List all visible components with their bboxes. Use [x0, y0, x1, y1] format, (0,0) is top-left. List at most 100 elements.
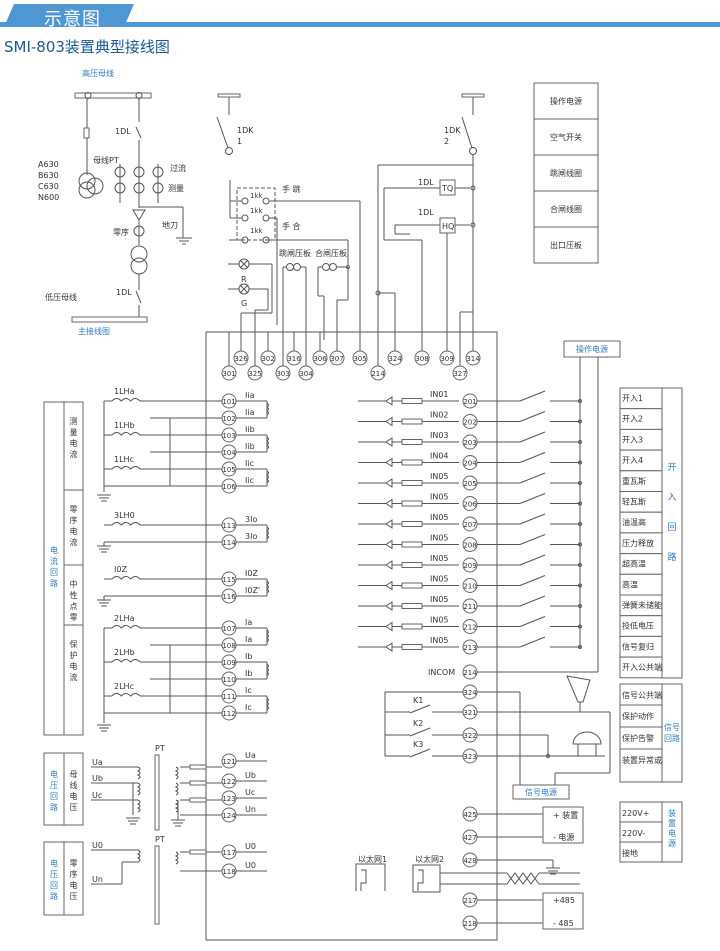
terminal-label: Ic: [245, 703, 252, 712]
terminal-number: 323: [463, 753, 476, 761]
pt-rating: A630: [38, 160, 59, 169]
terminal-number: 107: [222, 625, 235, 633]
arrester-icon: [132, 209, 146, 221]
terminal-number: 427: [463, 834, 476, 842]
resistor-icon: [401, 459, 423, 466]
ct-coil-icon: [111, 466, 141, 470]
control-circuit: 手 跳 手 合 1kk 1kk 1kk R G 跳闸压板 合闸压板: [228, 178, 476, 355]
fuse-icon: [189, 780, 207, 786]
ground-icon: [97, 545, 111, 553]
winding-icon: [266, 436, 269, 450]
pt-transformer-icon: [78, 172, 104, 199]
legend-cell-label: 高温: [622, 579, 638, 589]
arrow-icon: [385, 416, 393, 427]
section-box: [63, 841, 84, 916]
ethernet-port-icon: [355, 863, 386, 891]
pt-rating: B630: [38, 171, 59, 180]
legend-group-box: [661, 683, 683, 783]
section-header: 示意图: [0, 0, 720, 30]
breaker-label: 1DL: [116, 288, 132, 297]
switch-contact-icon: [519, 411, 546, 422]
close-plate-icon: [322, 263, 337, 271]
di-name: IN05: [430, 575, 449, 584]
terminal-number: 116: [222, 593, 236, 601]
resistor-icon: [401, 623, 423, 630]
manual-close-label: 手 合: [282, 221, 301, 231]
terminal-icon: [352, 350, 368, 366]
terminal-number: 111: [222, 693, 235, 701]
fuse-icon: [83, 127, 90, 139]
winding-icon: [266, 629, 269, 643]
zero-seq-ct-icon: [133, 225, 145, 237]
terminal-number: 108: [222, 642, 235, 650]
legend-box: [533, 226, 599, 264]
legend-box-label: 操作电源: [550, 96, 582, 106]
arrow-icon: [385, 642, 393, 652]
pt-label: PT: [155, 835, 165, 844]
ethernet-port-glyph: [417, 869, 424, 891]
switch-pivot-icon: [225, 147, 233, 155]
terminal-label: Uc: [245, 788, 255, 797]
breaker-icon: [135, 290, 142, 304]
eth1-label: 以太网1: [358, 854, 387, 864]
lv-bus-bar: [71, 316, 148, 323]
terminal-number: 212: [463, 624, 476, 632]
legend-cell-label: 弹簧未储能: [622, 600, 662, 610]
terminal-number: 214: [371, 370, 385, 378]
ct-label: 3LH0: [114, 511, 135, 520]
switch-contact-icon: [519, 493, 546, 504]
section-box: [63, 624, 84, 736]
legend-cell-label: 轻瓦斯: [622, 497, 646, 507]
measure-label: 测量: [168, 184, 184, 193]
terminal-number: 309: [440, 355, 453, 363]
voltage-group-label: 电压回路: [50, 769, 58, 812]
kk-label: 1kk: [250, 227, 264, 235]
terminal-icon: [465, 350, 481, 366]
terminal-number: 106: [222, 483, 236, 491]
ct-coil-icon: [111, 693, 141, 697]
terminal-icon: [387, 350, 403, 366]
ethernet-port-icon: [412, 864, 441, 893]
terminal-number: 210: [463, 583, 476, 591]
fuse-icon: [189, 764, 207, 770]
switch-pivot-icon: [469, 147, 477, 155]
terminal-label: Ia: [245, 618, 252, 627]
zero-seq-label: 零序: [113, 227, 129, 237]
ct-coil-icon: [111, 576, 141, 580]
rs485-label: +485: [553, 896, 575, 905]
terminal-number: 102: [222, 415, 235, 423]
terminal-number: 101: [222, 398, 235, 406]
terminal-number: 205: [463, 480, 476, 488]
ground-icon: [97, 599, 111, 607]
resistor-icon: [401, 418, 423, 425]
switch-contact-icon: [519, 636, 546, 648]
signal-power-label: 信号电源: [525, 787, 557, 797]
terminal-icon: [275, 365, 291, 381]
terminal-number: 207: [463, 521, 476, 529]
section-label: 零序电流: [70, 505, 78, 547]
terminal-number: 202: [463, 419, 476, 427]
close-plate-label: 合闸压板: [315, 248, 347, 258]
winding-icon: [174, 782, 179, 796]
legend-box-label: 合闸线圈: [550, 204, 582, 214]
tq-coil: [439, 179, 456, 196]
legend-group-box: [661, 801, 683, 863]
trip-plate-icon: [286, 263, 301, 271]
legend-group-label: 信号: [664, 722, 680, 732]
switch-contact-icon: [519, 534, 546, 545]
winding-icon: [136, 782, 141, 796]
switch-contact-icon: [519, 575, 546, 586]
arrow-icon: [385, 396, 393, 406]
terminal-label: I0Z: [245, 569, 258, 578]
resistor-icon: [401, 582, 423, 589]
arrow-icon: [385, 621, 393, 632]
terminal-icon: [298, 365, 314, 381]
voltage-input-label: Ua: [92, 758, 103, 767]
ct-coil-icon: [111, 625, 141, 629]
terminal-label: Ib: [245, 669, 252, 678]
kk-switch-box: [236, 187, 276, 241]
terminal-number: 121: [222, 758, 235, 766]
header-bar: [0, 22, 720, 27]
legend-cell-label: 装置异常或失电: [622, 755, 678, 765]
